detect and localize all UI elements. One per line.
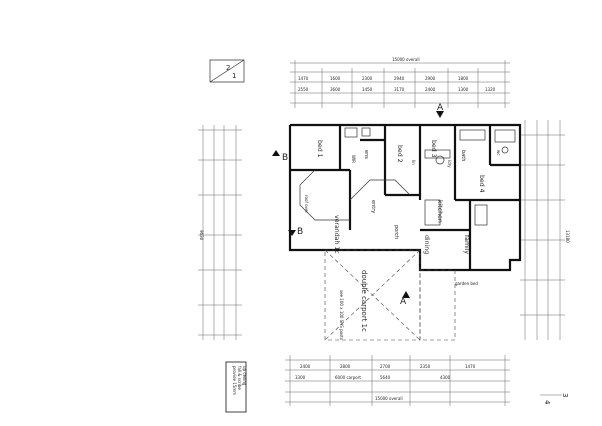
section-a-bottom-arrow-icon [402, 291, 410, 298]
top-ticks [294, 60, 506, 108]
right-total-dimension: 13180 [565, 230, 570, 243]
section-a-top: A [437, 103, 444, 113]
room-bed3: bed 3 [430, 140, 437, 158]
room-ensuite: ens [363, 150, 369, 159]
left-dimension-strings: 9630 [198, 125, 242, 340]
page-marker-bottom: 4 [543, 400, 551, 405]
room-ldry: ldry [447, 160, 452, 168]
section-b-top-arrow-icon [272, 150, 280, 156]
bay-window [299, 169, 411, 221]
room-verandah: verandah 1c [333, 215, 340, 254]
room-family: family [463, 235, 470, 254]
dim-top-5: 2900 [425, 76, 436, 81]
top-dimension-strings: 15000 overall 1470 1600 2300 2940 2900 1… [290, 57, 510, 108]
sheet-tag: 2 1 [209, 59, 245, 83]
room-linen: lin [411, 160, 416, 165]
room-bed2: bed 2 [396, 145, 403, 163]
room-kitchen: kitchen [436, 200, 443, 223]
sheet-tag-top: 2 [226, 64, 230, 72]
left-total-dimension: 9630 [199, 230, 204, 241]
dim-bottom-4: 2350 [420, 364, 431, 369]
dim-bottom-5: 1470 [465, 364, 476, 369]
fixtures [344, 127, 516, 226]
dim-bottom-8: 5640 [380, 375, 391, 380]
section-markers: A A B B [272, 103, 444, 307]
dim-bottom-3: 2700 [380, 364, 391, 369]
sheet-tag-bottom: 1 [232, 72, 236, 80]
section-a-bottom: A [400, 297, 407, 307]
room-wir: WIR [351, 155, 356, 163]
dim-bottom-7: 6000 carport [335, 375, 361, 380]
carport-outline [324, 249, 456, 341]
bottom-dimension-strings: 2400 2800 2700 2350 1470 3300 6000 carpo… [285, 355, 510, 406]
roof-note: roof over [304, 195, 309, 213]
room-entry: entry [370, 200, 376, 213]
section-b-bottom: B [297, 227, 303, 237]
legend-line-2: fall & scribe [237, 366, 242, 390]
room-carport: double carport 1c [360, 270, 368, 332]
dim-top-2: 1600 [330, 76, 341, 81]
room-bed4: bed 4 [478, 175, 485, 193]
room-dining: dining [423, 235, 430, 254]
garden-note: garden bed [455, 281, 478, 286]
section-b-bottom-arrow-icon [288, 230, 296, 236]
page-markers: 3 4 [540, 393, 569, 405]
room-porch: porch [393, 225, 399, 239]
dim-top-7: 2550 [298, 87, 309, 92]
dim-bottom-6: 3300 [295, 375, 306, 380]
page-marker-top: 3 [561, 393, 569, 397]
room-labels: bed 1 bed 2 bed 3 bed 4 ens bath kitchen… [316, 140, 501, 332]
legend-box: provide 15mm fall & scribe up ceiling [225, 361, 247, 413]
legend-line-3: up ceiling [242, 366, 247, 386]
section-a-top-arrow-icon [436, 111, 444, 118]
dim-top-6: 1800 [458, 76, 469, 81]
legend-line-1: provide 15mm [232, 366, 237, 395]
section-b-top: B [282, 153, 288, 163]
room-wc: wc [496, 150, 501, 155]
dim-bottom-1: 2400 [300, 364, 311, 369]
dim-top-1: 1470 [298, 76, 309, 81]
dim-top-10: 3170 [394, 87, 405, 92]
dim-top-9: 1450 [362, 87, 373, 92]
carport-note: see 100 x 100 SHS posts [339, 290, 344, 340]
dim-top-4: 2940 [394, 76, 405, 81]
room-bed1: bed 1 [316, 140, 323, 158]
plan-notes: see 100 x 100 SHS posts garden bed roof … [304, 195, 478, 340]
dim-top-11: 2400 [425, 87, 436, 92]
dim-bottom-2: 2800 [340, 364, 351, 369]
bottom-overall-dimension: 15000 overall [375, 396, 403, 401]
dim-bottom-9: 4300 [440, 375, 451, 380]
dim-top-12: 1300 [458, 87, 469, 92]
room-bath: bath [460, 150, 466, 161]
dim-top-3: 2300 [362, 76, 373, 81]
top-overall-dimension: 15000 overall [392, 57, 420, 62]
house-walls [288, 123, 522, 272]
dim-top-13: 1320 [485, 87, 496, 92]
dim-top-8: 3600 [330, 87, 341, 92]
right-dimension-strings: 13180 [520, 120, 570, 340]
